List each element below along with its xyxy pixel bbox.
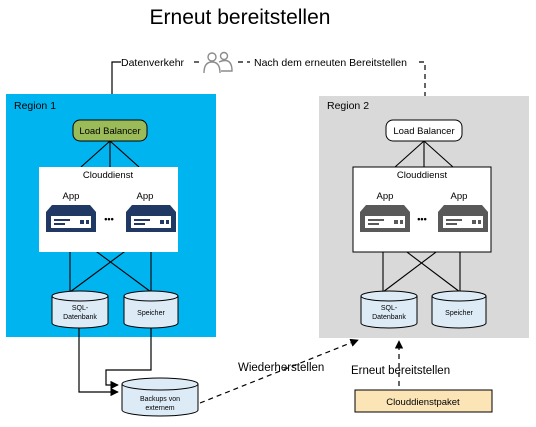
region-2-sql-database-icon [360,290,418,329]
backup-label-line-1: Backups von [140,396,180,403]
cloud-service-package-label: Clouddienstpaket [386,397,460,408]
traffic-label: Datenverkehr [121,57,185,69]
region-1-app-right-label: App [137,191,154,202]
backup-label-line-2: externem [145,405,174,412]
backup-storage-icon [121,377,199,417]
region-2-app-left-label: App [377,191,394,202]
restore-label: Wiederherstellen [238,362,324,374]
region-2-ellipsis: ••• [417,214,426,224]
traffic-connector: Datenverkehr Nach dem erneuten Bereitste… [111,51,426,96]
region-1-storage-label: Speicher [137,310,165,317]
region-1-storage-icon [123,290,179,329]
region-2-server-icon-left [360,205,410,232]
region-1-cloud-service-label: Clouddienst [83,170,134,181]
region-2-app-right-label: App [451,191,468,202]
region-2-load-balancer [385,119,463,142]
cloud-service-package [354,389,493,413]
region-2-sql-label-line-2: Datenbank [372,314,406,321]
restore-arrow [199,338,359,404]
region-2-storage-label: Speicher [445,310,473,317]
redeploy-label: Erneut bereitstellen [351,365,450,377]
region-1-load-balancer-label: Load Balancer [79,126,140,137]
region-1-ellipsis: ••• [104,214,113,224]
region-2-server-icon-right [438,205,488,232]
region-2-sql-label-line-1: SQL- [381,305,398,312]
region-1-load-balancer [72,119,148,142]
region-1-sql-label-line-2: Datenbank [63,314,97,321]
region-1-label: Region 1 [14,100,56,112]
region-1-server-icon-right [126,205,176,232]
region-2-load-balancer-label: Load Balancer [393,126,454,137]
after-redeploy-label: Nach dem erneuten Bereitstellen [254,57,407,69]
region-2-storage-icon [431,290,487,329]
users-icon [203,51,233,74]
region-1: Region 1 Load Balancer Clouddienst App A… [6,94,216,337]
backup-arrows [78,328,152,397]
region-1-server-icon-left [46,205,96,232]
region-1-sql-label-line-1: SQL- [72,305,89,312]
region-1-app-left-label: App [63,191,80,202]
region-2: Region 2 Load Balancer Clouddienst App A… [319,96,529,338]
diagram-title: Erneut bereitstellen [150,6,331,29]
region-1-sql-database-icon [51,290,109,329]
region-2-cloud-service-label: Clouddienst [397,170,448,181]
region-2-label: Region 2 [327,100,369,112]
